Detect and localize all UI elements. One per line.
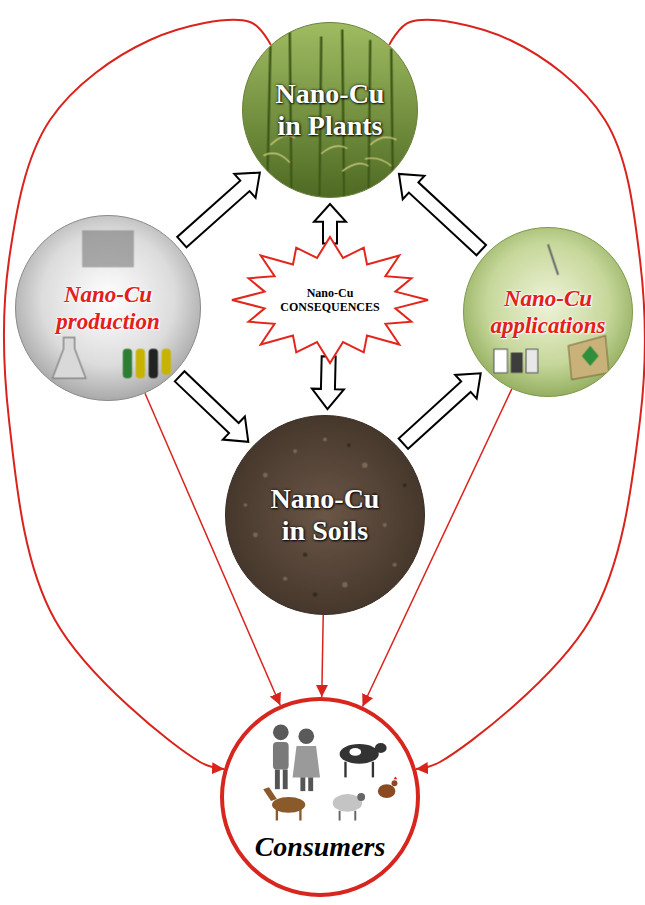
- exposure-arrow: [389, 20, 645, 769]
- block-arrow: [312, 356, 344, 409]
- circle-shape: [226, 416, 425, 615]
- node-label: Nano-Cu production: [38, 281, 178, 335]
- applications-circle-outline: [463, 227, 633, 397]
- exposure-arrow: [322, 615, 323, 697]
- block-arrow: [177, 173, 260, 248]
- node-label: Nano-Cu in Plants: [264, 78, 396, 142]
- production-circle: Nano-Cu production: [15, 215, 201, 401]
- soils-circle: Nano-Cu in Soils: [225, 415, 425, 615]
- circle-shape: [222, 699, 418, 895]
- exposure-arrow: [4, 20, 271, 769]
- consumers-circle: Consumers: [220, 697, 420, 897]
- node-label: Nano-Cu applications: [478, 285, 618, 339]
- applications-circle: Nano-Cu applications: [463, 227, 633, 397]
- production-circle-outline: [15, 215, 201, 401]
- block-arrow: [399, 174, 486, 255]
- node-label: Nano-Cu in Soils: [259, 483, 391, 547]
- plants-circle: Nano-Cu in Plants: [242, 22, 418, 198]
- circle-shape: [464, 228, 633, 397]
- circle-shape: [243, 23, 418, 198]
- block-arrow: [399, 373, 481, 449]
- star-shape: [232, 237, 428, 363]
- circle-shape: [16, 216, 201, 401]
- node-label: Nano-Cu CONSEQUENCES: [275, 286, 385, 314]
- consequences-star: Nano-Cu CONSEQUENCES: [232, 237, 428, 363]
- node-label: Consumers: [255, 831, 386, 863]
- block-arrow: [175, 371, 248, 442]
- consumers-circle-outline: [220, 697, 420, 897]
